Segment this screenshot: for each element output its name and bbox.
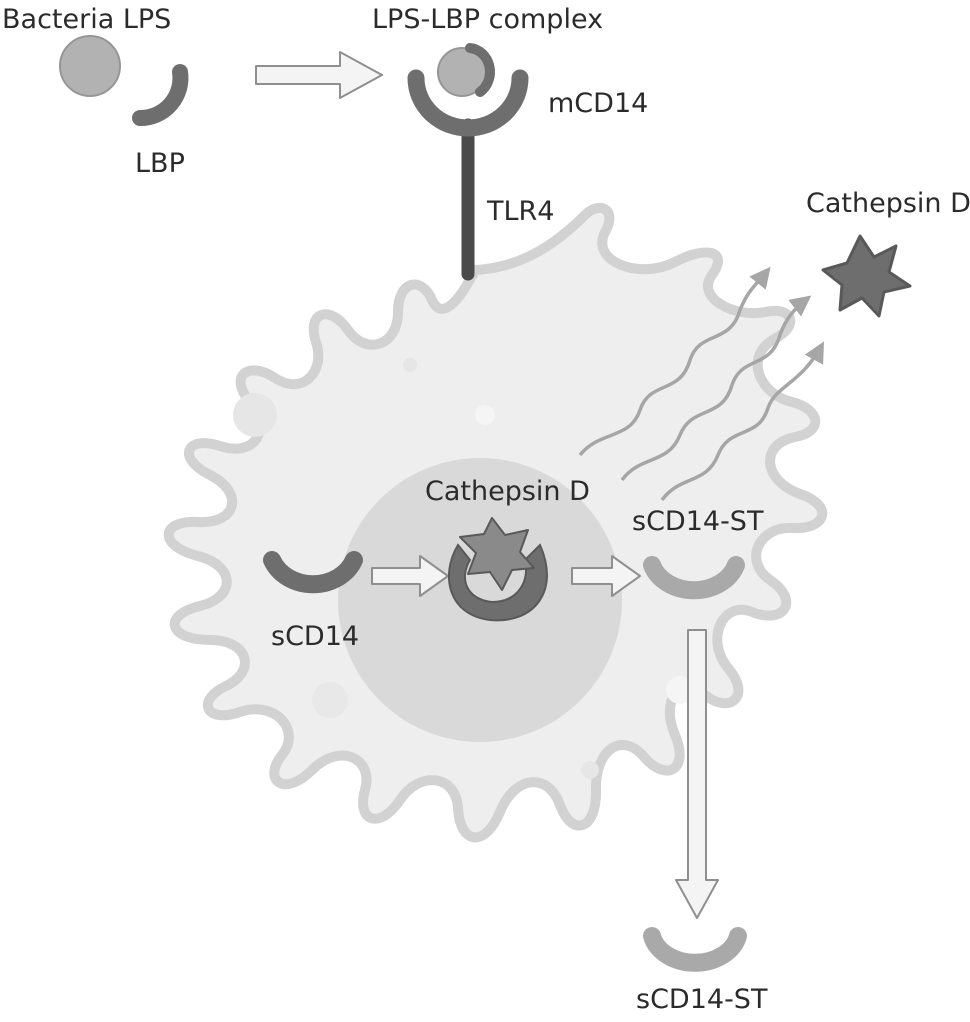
label-scd14-st-outside: sCD14-ST — [636, 984, 768, 1015]
label-cathepsin-d-inside: Cathepsin D — [425, 476, 590, 507]
wave-arrow-icon — [578, 266, 771, 457]
scd14-st-crescent-icon — [643, 556, 745, 600]
wave-arrow-icon — [620, 295, 812, 482]
label-lbp: LBP — [135, 148, 185, 179]
scd14-crescent-icon — [263, 551, 363, 594]
lbp-bound-crescent-icon — [465, 43, 495, 97]
scd14-bound-cup-icon — [448, 543, 548, 622]
mcd14-receptor — [407, 43, 529, 281]
cleavage-arrow-icon — [371, 555, 449, 597]
binding-arrow-icon — [255, 51, 383, 99]
label-cathepsin-d-outside: Cathepsin D — [806, 188, 970, 219]
wave-arrow-icon — [660, 341, 825, 502]
label-scd14-st-inside: sCD14-ST — [632, 506, 764, 537]
scd14-st-released-crescent-icon — [643, 927, 747, 972]
label-lps-lbp-complex: LPS-LBP complex — [372, 4, 603, 35]
product-arrow-icon — [571, 555, 641, 597]
vesicle — [475, 405, 495, 425]
label-bacteria-lps: Bacteria LPS — [2, 4, 171, 35]
vesicle — [581, 761, 599, 779]
label-scd14: sCD14 — [271, 621, 359, 652]
secretion-waves — [578, 266, 825, 502]
release-arrow-icon — [675, 629, 719, 919]
vesicle — [403, 358, 417, 372]
cathepsin-d-bound-star-icon — [459, 517, 535, 591]
cathepsin-d-star-icon — [821, 234, 912, 318]
cathepsin-d-complex — [448, 517, 548, 622]
lbp-crescent-icon — [132, 64, 189, 127]
label-tlr4: TLR4 — [486, 196, 554, 227]
vesicle — [312, 682, 348, 718]
lps-sphere-icon — [59, 35, 121, 97]
label-mcd14: mCD14 — [548, 88, 648, 119]
vesicle — [233, 393, 277, 437]
mcd14-cup-icon — [407, 69, 529, 137]
